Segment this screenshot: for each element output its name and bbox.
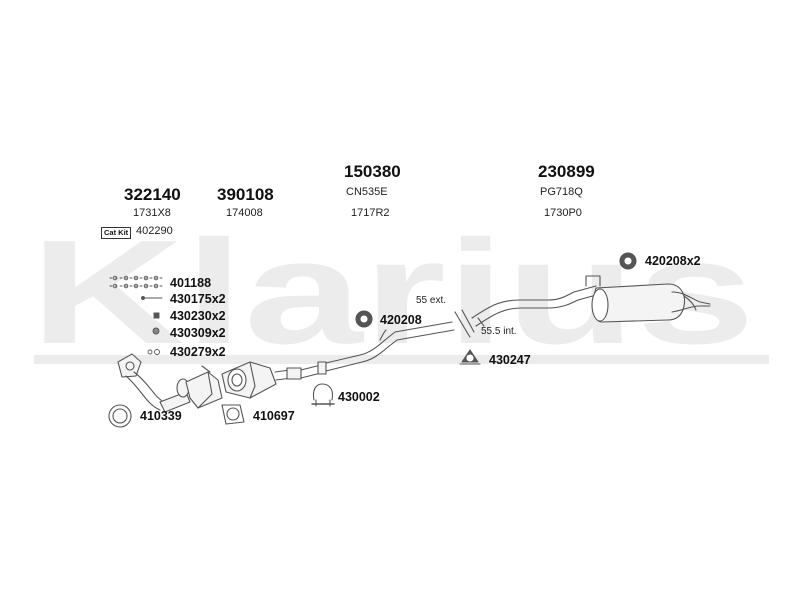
group-code-3[interactable]: 150380 xyxy=(344,162,401,181)
front-pipe xyxy=(125,371,191,413)
middle-pipe xyxy=(325,321,455,372)
part-410697[interactable]: 410697 xyxy=(253,409,295,423)
watermark-underline xyxy=(34,355,769,364)
fitting-401188[interactable]: 401188 xyxy=(170,276,212,290)
bolt-401188-icon xyxy=(109,275,163,289)
rear-silencer xyxy=(591,283,711,323)
fitting-icons xyxy=(109,275,163,355)
group-sub-4b: 1730P0 xyxy=(544,207,582,219)
part-420208x2[interactable]: 420208x2 xyxy=(645,254,701,268)
group-sub-4a: PG718Q xyxy=(540,186,583,198)
catkit-code[interactable]: 402290 xyxy=(136,225,173,237)
fitting-430309[interactable]: 430309x2 xyxy=(170,326,226,340)
bolt-430230-icon xyxy=(153,312,160,319)
catkit-badge: Cat Kit xyxy=(101,227,132,239)
group-sub-2: 174008 xyxy=(226,207,263,219)
group-sub-3a: CN535E xyxy=(346,186,388,198)
mount-420208x2-icon xyxy=(619,252,637,270)
cut-marks xyxy=(454,309,475,338)
part-430247[interactable]: 430247 xyxy=(489,353,531,367)
note-ext: 55 ext. xyxy=(416,295,447,306)
mount-420208-icon xyxy=(355,310,373,328)
hanger-430247-icon xyxy=(459,349,481,365)
clamp-430002-icon xyxy=(311,383,335,407)
catalyst xyxy=(185,365,223,409)
stud-430175-icon xyxy=(141,296,163,300)
fitting-430230[interactable]: 430230x2 xyxy=(170,309,226,323)
group-sub-1: 1731X8 xyxy=(133,207,171,219)
intermediate-box xyxy=(221,361,327,399)
group-code-2[interactable]: 390108 xyxy=(217,185,274,204)
nut-430309-icon xyxy=(152,327,160,335)
group-code-4[interactable]: 230899 xyxy=(538,162,595,181)
rear-pipe xyxy=(471,275,601,327)
manifold-flange xyxy=(117,353,142,378)
gasket-410697-icon xyxy=(221,404,245,425)
group-code-1[interactable]: 322140 xyxy=(124,185,181,204)
part-410339[interactable]: 410339 xyxy=(140,409,182,423)
note-int: 55.5 int. xyxy=(481,326,517,337)
spring-430279-icon xyxy=(147,349,160,355)
part-430002[interactable]: 430002 xyxy=(338,390,380,404)
fitting-430279[interactable]: 430279x2 xyxy=(170,345,226,359)
group-sub-3b: 1717R2 xyxy=(351,207,390,219)
fitting-430175[interactable]: 430175x2 xyxy=(170,292,226,306)
part-420208[interactable]: 420208 xyxy=(380,313,422,327)
gasket-410339-icon xyxy=(108,404,132,428)
